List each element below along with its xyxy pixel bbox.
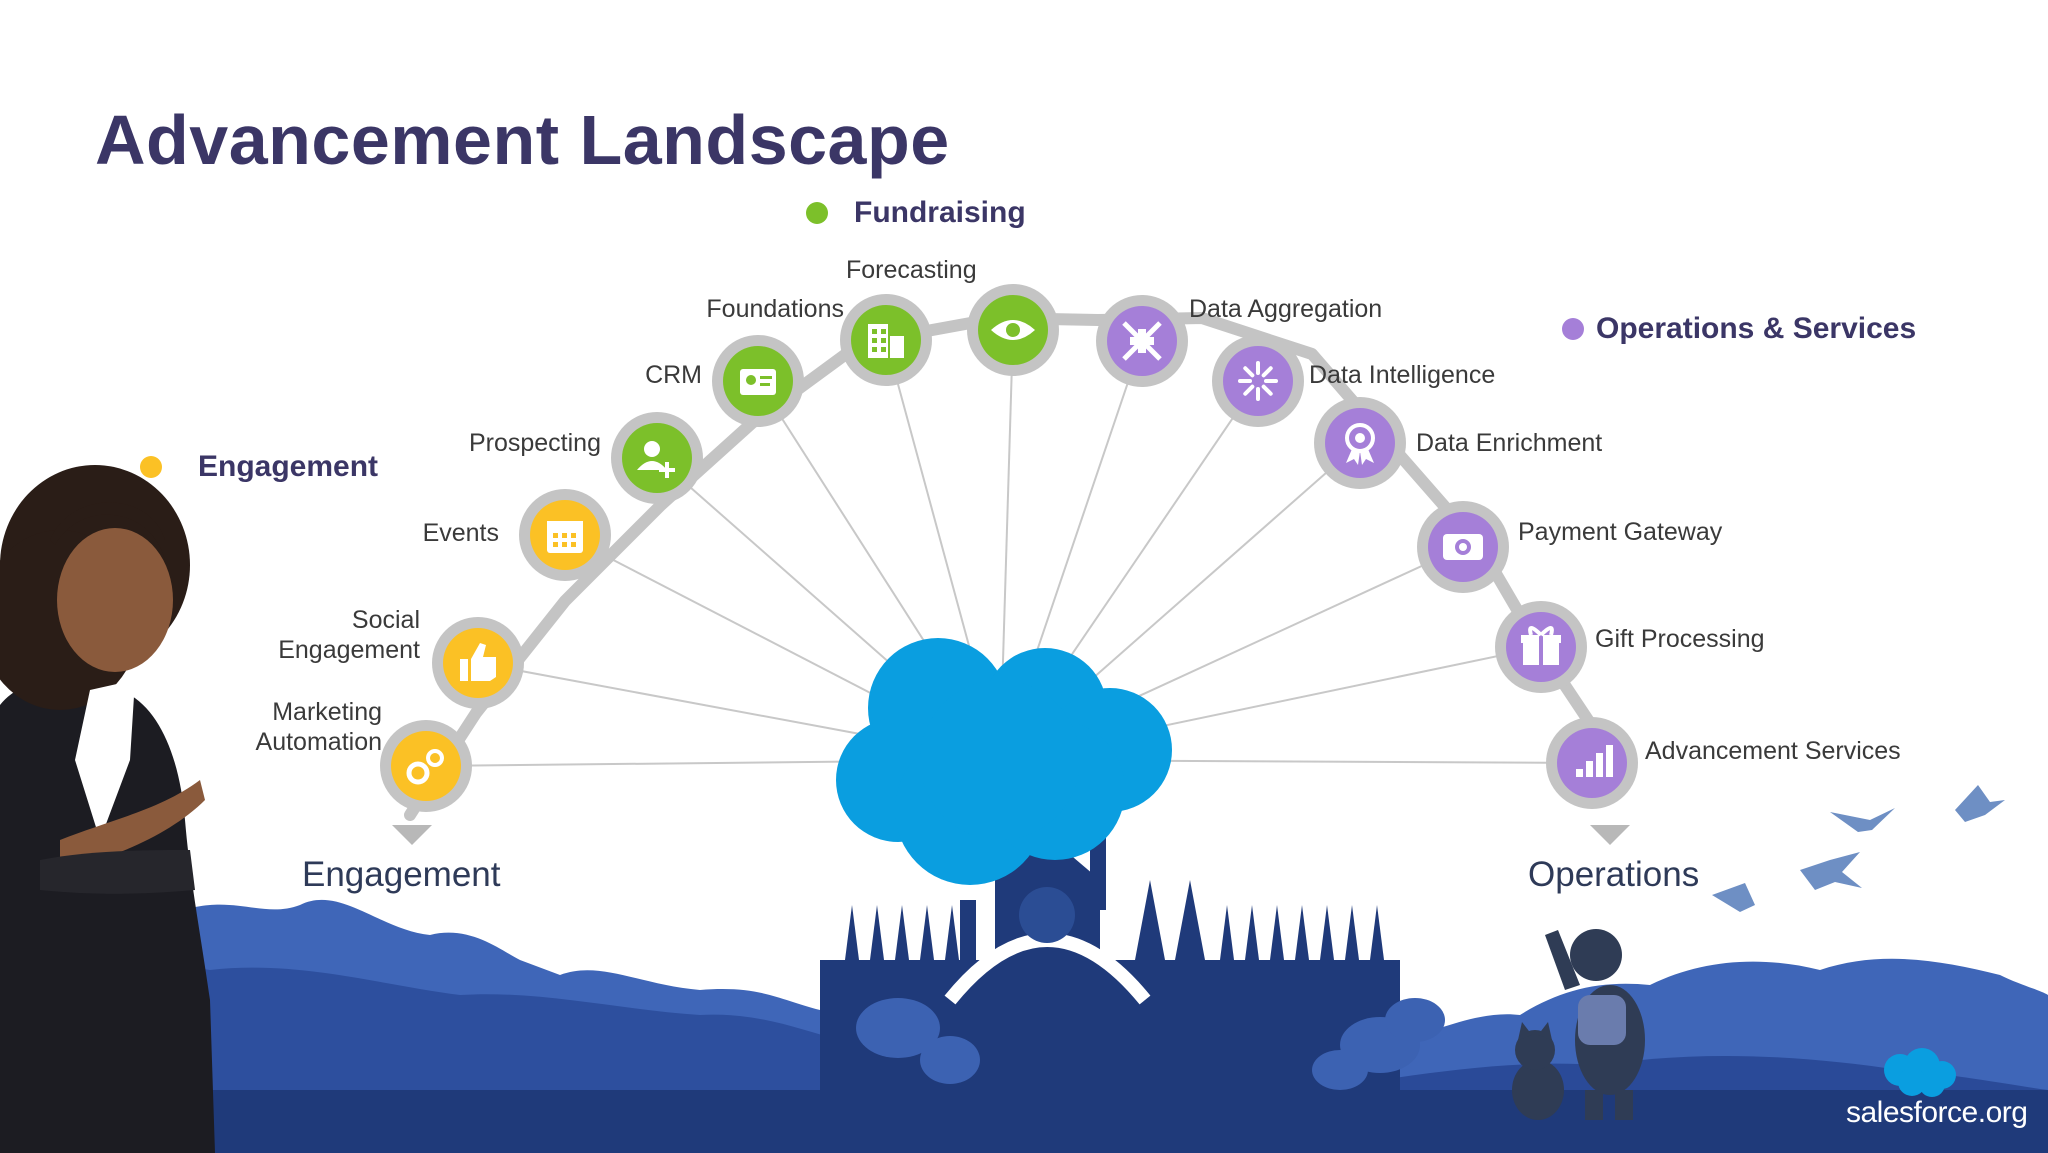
legend-fundraising-label: Fundraising (854, 196, 1026, 229)
node-banknote (1417, 501, 1509, 593)
node-label-prospecting: Prospecting (468, 429, 601, 457)
node-bar-chart (1546, 717, 1638, 809)
mascots-illustration (1512, 929, 1645, 1120)
eye-icon (991, 320, 1035, 340)
category-operations: Operations (1528, 855, 1700, 894)
thumbs-up-icon (460, 643, 496, 681)
slide-title: Advancement Landscape (95, 101, 950, 179)
node-thumbs-up (432, 617, 524, 709)
fundraising-dot-icon (806, 202, 828, 224)
birds-illustration (1712, 785, 2005, 912)
legend-operations-label: Operations & Services (1596, 312, 1917, 345)
node-label-gift-processing: Gift Processing (1595, 625, 1765, 653)
node-label-crm: CRM (645, 361, 702, 389)
node-add-user (611, 412, 703, 504)
node-gears (380, 720, 472, 812)
add-user-icon (637, 441, 675, 478)
salesforce-cloud (836, 638, 1172, 885)
cathedral-skyline (820, 830, 1400, 1153)
node-label-data-intelligence: Data Intelligence (1309, 361, 1496, 389)
node-label-data-enrichment: Data Enrichment (1416, 429, 1603, 457)
foreground-trees (856, 998, 1445, 1090)
gift-icon (1521, 626, 1561, 665)
node-label-forecasting: Forecasting (846, 256, 977, 284)
node-label-payment-gateway: Payment Gateway (1518, 518, 1723, 546)
node-calendar (519, 489, 611, 581)
category-engagement: Engagement (302, 855, 501, 894)
node-buildings (840, 294, 932, 386)
bar-chart-icon (1576, 745, 1613, 777)
spinner-icon (1238, 361, 1278, 401)
operations-dot-icon (1562, 318, 1584, 340)
node-award-ribbon (1314, 397, 1406, 489)
legend-engagement-label: Engagement (198, 450, 379, 483)
banknote-icon (1443, 534, 1483, 560)
engagement-dot-icon (140, 456, 162, 478)
node-spinner (1212, 335, 1304, 427)
legend-engagement: Engagement (140, 450, 378, 484)
node-contact-card (712, 335, 804, 427)
gears-icon (406, 749, 444, 785)
calendar-icon (547, 521, 583, 553)
award-ribbon-icon (1345, 423, 1375, 465)
node-collapse-arrows (1096, 295, 1188, 387)
contact-card-icon (740, 369, 776, 395)
node-label-foundations: Foundations (706, 295, 844, 323)
node-label-advancement-services: Advancement Services (1645, 737, 1901, 765)
legend-fundraising: Fundraising (806, 196, 1026, 230)
woman-photo-illustration (0, 465, 215, 1153)
capability-nodes (380, 284, 1638, 812)
node-eye (967, 284, 1059, 376)
node-label-data-aggregation: Data Aggregation (1189, 295, 1383, 323)
legend-operations: Operations & Services (1562, 312, 1916, 346)
node-gift (1495, 601, 1587, 693)
collapse-arrows-icon (1122, 321, 1162, 361)
arrow-right (1590, 825, 1630, 845)
brand-wordmark: salesforce.org (1846, 1096, 2028, 1129)
buildings-icon (868, 324, 904, 358)
arrow-left (392, 825, 432, 845)
brand-logo-cloud (1884, 1048, 1956, 1097)
node-label-events: Events (422, 519, 499, 547)
